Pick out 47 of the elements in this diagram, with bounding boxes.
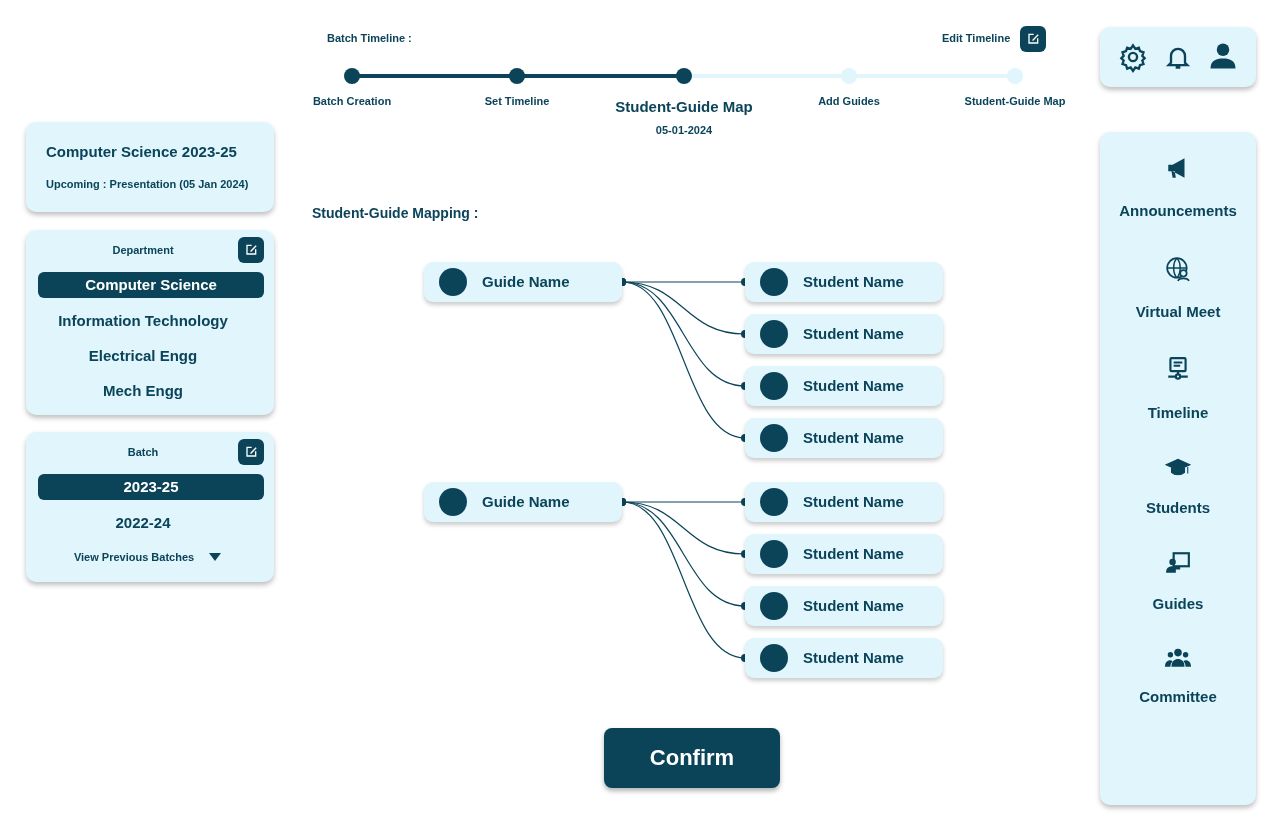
guide-card [424, 482, 622, 522]
name-text: Student Name [803, 493, 904, 510]
list-option: Electrical Engg [88, 347, 198, 364]
nav-label: Committee [1139, 688, 1217, 705]
name-text: Student Name [803, 429, 904, 446]
list-option: Information Technology [58, 312, 228, 329]
name-text: Student Name [803, 597, 904, 614]
student-card [745, 314, 943, 354]
nav-label: Timeline [1147, 404, 1209, 421]
step-label: Student-Guide Map [964, 95, 1066, 107]
nav-label: Students [1145, 499, 1211, 516]
step-label: Batch Creation [312, 95, 392, 107]
card-title: Computer Science 2023-25 [46, 143, 237, 160]
name-text: Guide Name [482, 273, 570, 290]
name-text: Guide Name [482, 493, 570, 510]
section-title: Student-Guide Mapping : [312, 205, 479, 221]
name-text: Student Name [803, 649, 904, 666]
student-card [745, 534, 943, 574]
name-text: Student Name [803, 545, 904, 562]
student-card [745, 638, 943, 678]
panel-heading: Batch [127, 446, 159, 458]
name-text: Student Name [803, 325, 904, 342]
link-text: View Previous Batches [73, 551, 195, 563]
student-card [745, 366, 943, 406]
student-card [745, 418, 943, 458]
card-subtitle: Upcoming : Presentation (05 Jan 2024) [46, 178, 249, 190]
nav-label: Virtual Meet [1135, 303, 1221, 320]
link-text: Edit Timeline [942, 32, 1011, 44]
section-title: Batch Timeline : [327, 32, 412, 44]
nav-label: Guides [1152, 595, 1204, 612]
list-option: Mech Engg [103, 382, 183, 399]
selected-option: Computer Science [38, 272, 264, 298]
step-label: Add Guides [818, 95, 880, 107]
confirm-button: Confirm [604, 728, 780, 788]
name-text: Student Name [803, 273, 904, 290]
guide-card [424, 262, 622, 302]
list-option: 2022-24 [115, 514, 171, 531]
selected-option: 2023-25 [38, 474, 264, 500]
step-label: Student-Guide Map [615, 98, 753, 115]
step-date: 05-01-2024 [655, 124, 713, 136]
panel-heading: Department [112, 244, 174, 256]
step-label: Set Timeline [484, 95, 550, 107]
student-card [745, 262, 943, 302]
student-card [745, 586, 943, 626]
nav-label: Announcements [1119, 202, 1237, 219]
name-text: Student Name [803, 377, 904, 394]
student-card [745, 482, 943, 522]
